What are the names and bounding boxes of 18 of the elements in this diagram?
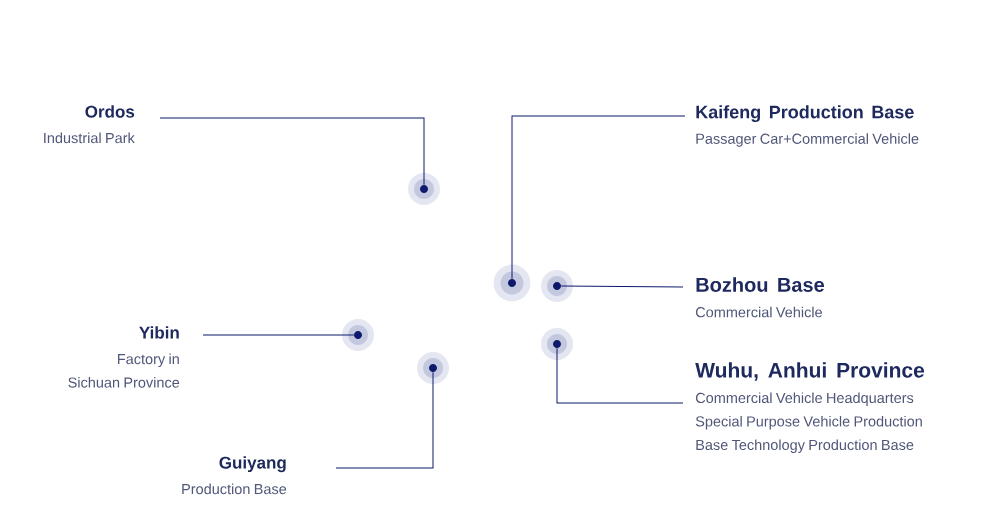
location-marker [493, 264, 531, 302]
leader-line [560, 285, 684, 288]
location-label: Wuhu, Anhui Province Commercial Vehicle Headquarters Special Purpose Vehicle Production Base Technology Production Base [695, 362, 925, 453]
location-label: Bozhou Base Commercial Vehicle [695, 277, 825, 318]
leader-line [511, 115, 686, 280]
location-label: Ordos Industrial Park [44, 105, 135, 144]
leader-line [335, 371, 434, 469]
location-label: Yibin Factory in Sichuan Province [68, 326, 180, 388]
location-marker [541, 270, 573, 302]
leader-line [159, 117, 425, 186]
location-label: Guiyang Production Base [182, 456, 287, 495]
location-label: Kaifeng Production Base Passager Car+Commercial Vehicle [696, 105, 919, 147]
location-marker [342, 319, 374, 351]
leader-line [202, 334, 355, 336]
leader-line [556, 347, 684, 404]
location-marker [408, 173, 440, 205]
location-marker [417, 352, 449, 384]
location-marker [541, 328, 573, 360]
